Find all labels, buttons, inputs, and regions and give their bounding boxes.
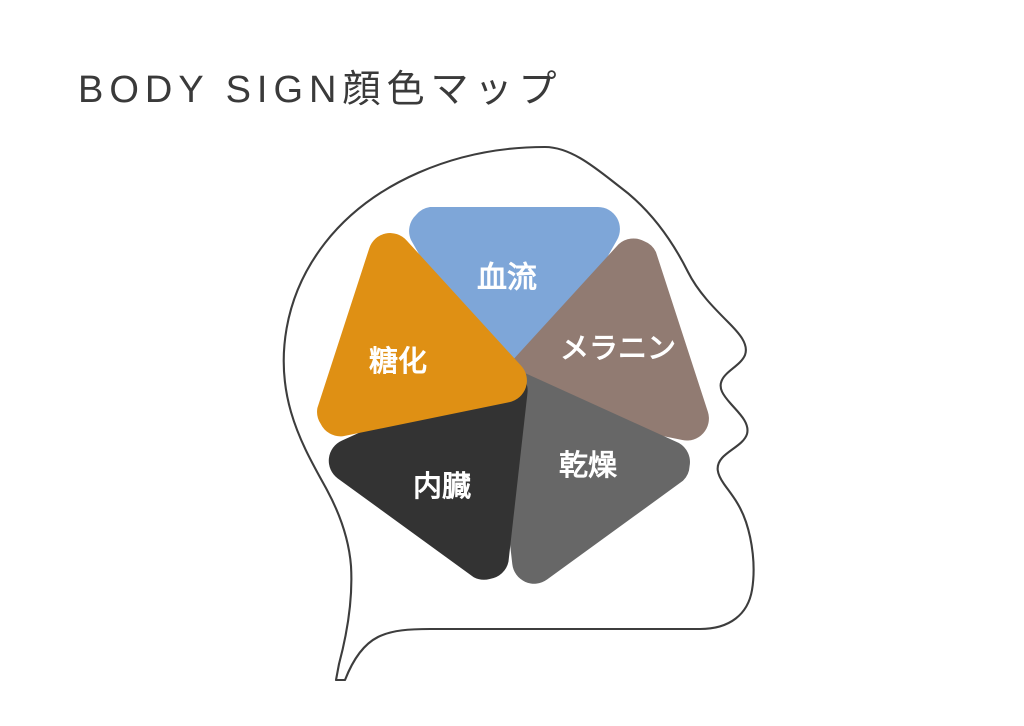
- wedge-dryness-shape[interactable]: [416, 313, 699, 592]
- wedge-glycation-shape[interactable]: [311, 227, 559, 487]
- wedge-internal-organs-label: 内臓: [413, 469, 471, 503]
- wedge-dryness-label: 乾燥: [559, 448, 618, 482]
- wedge-internal-organs-shape[interactable]: [320, 310, 603, 589]
- wedge-melanin-label: メラニン: [560, 331, 676, 365]
- wedge-group: 血流 メラニン 乾燥 内臓 糖化: [311, 207, 709, 592]
- wedge-blood-flow-shape[interactable]: [409, 207, 620, 399]
- wedge-internal-organs[interactable]: 内臓: [320, 310, 603, 589]
- page-title: BODY SIGN顔色マップ: [78, 69, 563, 111]
- wedge-blood-flow-label: 血流: [477, 261, 537, 296]
- wedge-glycation-label: 糖化: [369, 344, 427, 378]
- wedge-blood-flow[interactable]: 血流: [409, 207, 620, 399]
- wedge-dryness[interactable]: 乾燥: [416, 313, 699, 592]
- wedge-glycation[interactable]: 糖化: [311, 227, 559, 487]
